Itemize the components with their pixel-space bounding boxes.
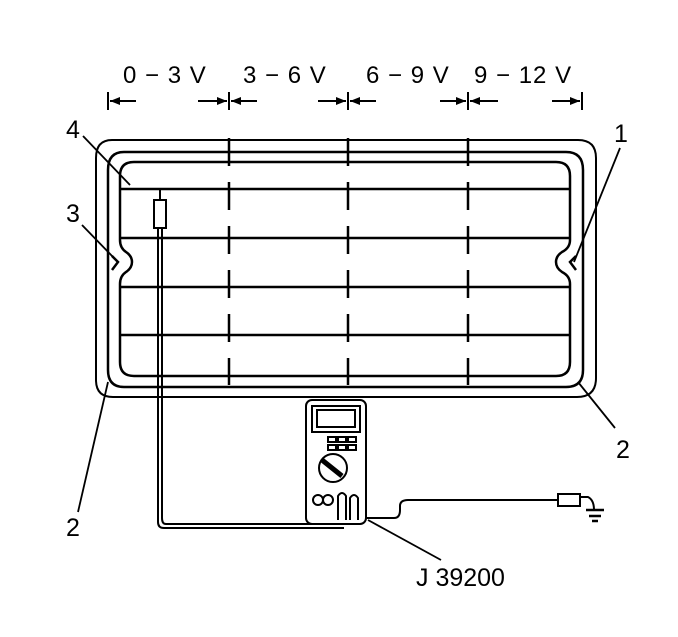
- range-label-9-12v: 9 − 12 V: [474, 62, 573, 89]
- callout-3: 3: [66, 200, 80, 228]
- callout-2-left: 2: [66, 514, 80, 542]
- window-frame-outer: [95, 139, 597, 398]
- test-probe: [153, 189, 344, 529]
- range-label-6-9v: 6 − 9 V: [366, 62, 450, 89]
- range-label-3-6v: 3 − 6 V: [243, 62, 327, 89]
- callout-4: 4: [66, 116, 80, 144]
- terminal-clips: [111, 255, 577, 271]
- division-dashes: [227, 138, 470, 385]
- glass-edge: [118, 160, 572, 378]
- grid-lines: [120, 187, 570, 337]
- range-label-0-3v: 0 − 3 V: [123, 62, 207, 89]
- callout-2-right: 2: [616, 436, 630, 464]
- window-frame-middle: [106, 150, 585, 389]
- callout-1: 1: [614, 120, 628, 148]
- leader-lines: [77, 135, 621, 561]
- tool-label: J 39200: [416, 564, 505, 592]
- multimeter: [305, 399, 604, 525]
